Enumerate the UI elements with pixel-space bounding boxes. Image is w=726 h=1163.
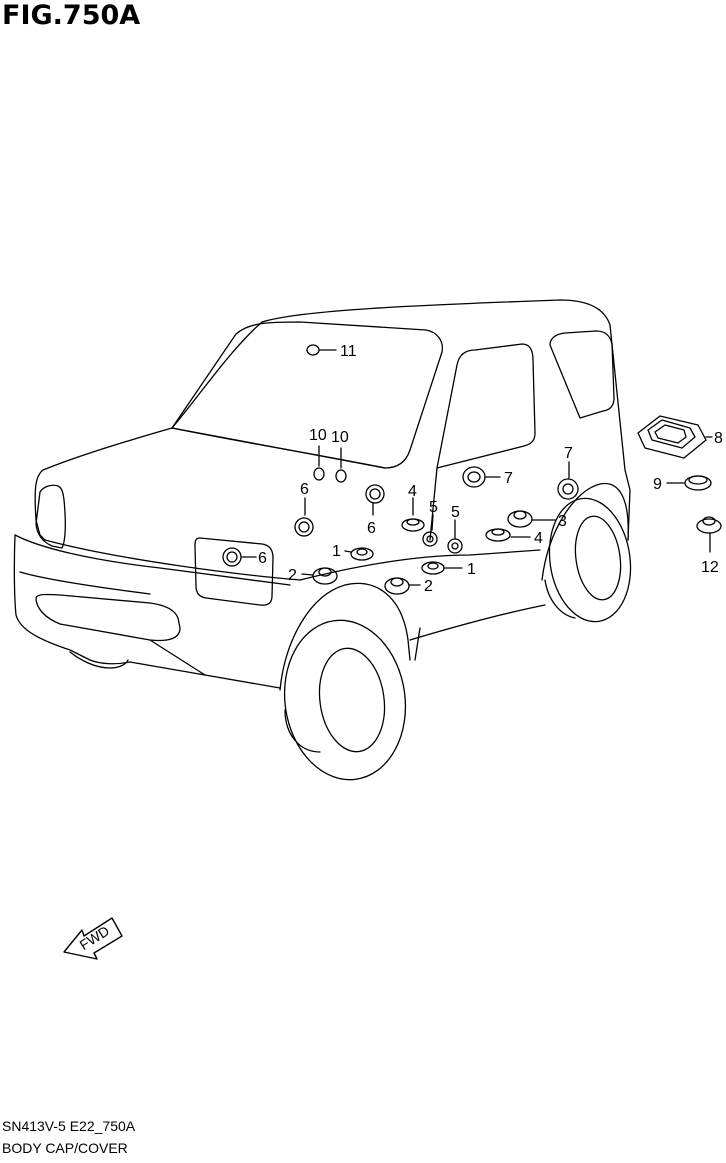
callout-1-left: 1 [332,543,341,560]
callout-9: 9 [653,476,662,493]
part-grommet-1-right [421,561,463,575]
part-cap-10-right [335,447,347,483]
callout-6-left: 6 [300,481,309,498]
callout-12: 12 [701,559,719,576]
callout-8: 8 [714,430,723,447]
vehicle-outline [13,299,632,781]
part-cap-9 [666,475,712,491]
callout-7-rear: 7 [564,445,573,462]
part-grommet-2-right [384,577,421,595]
fwd-arrow [63,917,123,960]
part-grommet-4-right [485,528,531,542]
callout-4-left: 4 [408,483,417,500]
callout-3: 3 [558,513,567,530]
part-ring-7-rear [557,461,579,500]
part-grommet-4-left [401,497,425,532]
part-plug-6-mid [365,484,385,516]
callout-6-mid: 6 [367,520,376,537]
part-plug-6-left [294,497,314,537]
part-plug-5-left [422,514,438,547]
callout-4-right: 4 [534,530,543,547]
callout-11: 11 [340,343,357,360]
callout-2-right: 2 [424,578,433,595]
part-plug-5-right [447,519,463,554]
part-cap-11 [306,344,337,356]
figure-title: FIG.750A [2,0,141,31]
part-plug-6-lamp [222,547,257,567]
figure-name: BODY CAP/COVER [2,1140,128,1156]
callout-5-right: 5 [451,504,460,521]
part-cover-8 [637,415,713,459]
callout-7-door: 7 [504,470,513,487]
callout-6-lamp: 6 [258,550,267,567]
part-ring-7-door [462,466,501,488]
part-grommet-1-left [344,547,374,561]
part-cap-10-left [313,445,325,481]
callout-5-left: 5 [429,499,438,516]
part-cap-12 [696,516,722,553]
callout-1-right: 1 [467,561,476,578]
fwd-label: FWD [77,923,113,953]
part-grommet-2-left [301,567,338,585]
figure-code: SN413V-5 E22_750A [2,1118,136,1134]
callout-10-left: 10 [309,427,327,444]
part-grommet-3 [507,510,556,528]
callout-10-right: 10 [331,429,349,446]
callout-2-left: 2 [288,567,297,584]
